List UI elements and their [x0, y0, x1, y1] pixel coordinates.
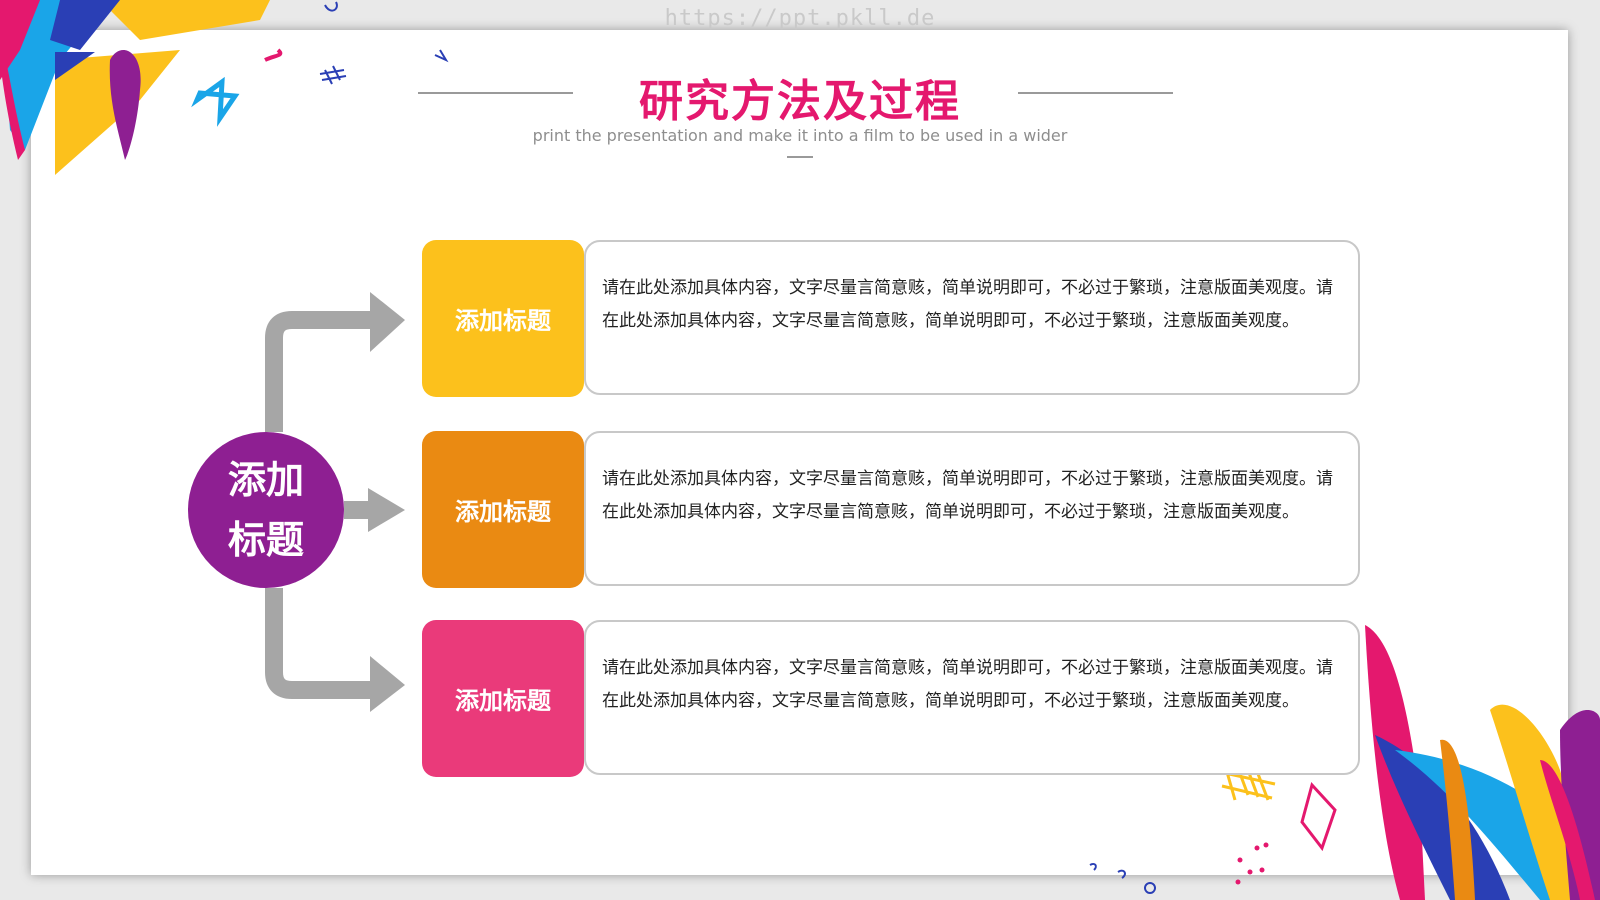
hub-circle: 添加标题: [188, 432, 344, 588]
item-2-text: 请在此处添加具体内容，文字尽量言简意赅，简单说明即可，不必过于繁琐，注意版面美观…: [584, 431, 1360, 586]
connector-top: [265, 311, 375, 432]
item-1-label-box: 添加标题: [422, 240, 584, 397]
title-line-right: [1018, 92, 1173, 94]
arrow-head-top: [370, 292, 405, 352]
arrow-head-bottom: [370, 656, 405, 712]
hub-label: 添加标题: [227, 458, 304, 562]
item-3-text: 请在此处添加具体内容，文字尽量言简意赅，简单说明即可，不必过于繁琐，注意版面美观…: [584, 620, 1360, 775]
item-2-label-box: 添加标题: [422, 431, 584, 588]
item-3-label-box: 添加标题: [422, 620, 584, 777]
connector-bottom: [265, 588, 375, 699]
page-subtitle: print the presentation and make it into …: [532, 126, 1068, 145]
item-1-text: 请在此处添加具体内容，文字尽量言简意赅，简单说明即可，不必过于繁琐，注意版面美观…: [584, 240, 1360, 395]
title-line-left: [418, 92, 573, 94]
arrow-head-middle: [368, 488, 405, 532]
subtitle-dash: [787, 156, 813, 158]
watermark-url: https://ppt.pkll.de: [664, 6, 936, 31]
page-title: 研究方法及过程: [639, 76, 961, 127]
